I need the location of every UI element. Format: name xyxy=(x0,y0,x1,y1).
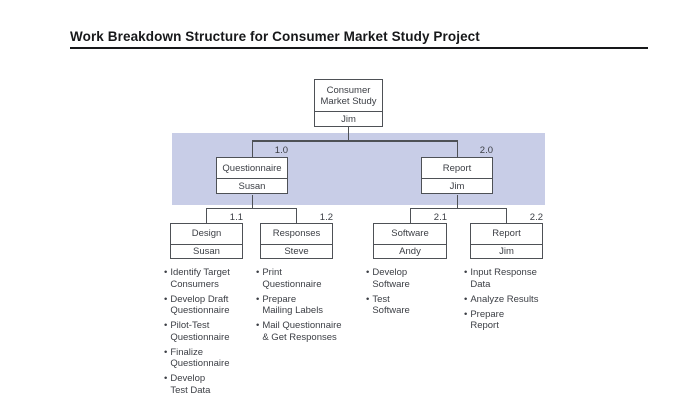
bullet-icon: • xyxy=(164,267,168,278)
bullet-icon: • xyxy=(256,267,260,278)
bullet-icon: • xyxy=(256,320,260,331)
bullet-icon: • xyxy=(164,293,168,305)
task-label: Finalize Questionnaire xyxy=(170,346,230,370)
bullet-icon: • xyxy=(256,293,260,305)
node-consumer-market-study: Consumer Market Study Jim xyxy=(314,79,383,127)
node-owner: Jim xyxy=(422,178,492,193)
node-responses: Responses Steve xyxy=(260,222,333,259)
wbs-code-2-2: 2.2 xyxy=(529,212,543,223)
connector-drop-report xyxy=(456,140,458,158)
task-list-responses: •Print Questionnaire•Prepare Mailing Lab… xyxy=(256,267,358,347)
task-label: Develop Draft Questionnaire xyxy=(170,293,230,317)
node-owner: Susan xyxy=(217,178,287,193)
node-owner: Jim xyxy=(471,243,542,258)
connector-drop-report2 xyxy=(505,207,507,223)
task-label: Print Questionnaire xyxy=(262,267,322,290)
task-label: Input Response Data xyxy=(470,267,537,290)
connector-questionnaire-stem xyxy=(251,195,253,209)
task-item: •Develop Test Data xyxy=(164,373,259,396)
task-label: Mail Questionnaire & Get Responses xyxy=(262,320,342,343)
node-owner: Andy xyxy=(374,243,446,258)
task-label: Develop Test Data xyxy=(170,373,211,396)
node-title: Responses xyxy=(272,228,321,239)
task-item: •Mail Questionnaire & Get Responses xyxy=(256,320,358,343)
connector-level2-horizontal xyxy=(251,140,458,142)
task-list-software: •Develop Software•Test Software xyxy=(366,267,458,320)
task-item: •Develop Software xyxy=(366,267,458,290)
task-item: •Test Software xyxy=(366,294,458,317)
node-software: Software Andy xyxy=(373,222,447,259)
node-title: Report xyxy=(492,228,521,239)
connector-report-stem xyxy=(456,195,458,209)
bullet-icon: • xyxy=(366,293,370,305)
page-title: Work Breakdown Structure for Consumer Ma… xyxy=(70,29,480,44)
bullet-icon: • xyxy=(464,293,468,305)
node-title: Consumer Market Study xyxy=(320,84,377,107)
node-owner: Steve xyxy=(261,243,332,258)
task-item: •Input Response Data xyxy=(464,267,554,290)
bullet-icon: • xyxy=(464,308,468,320)
node-title: Report xyxy=(442,162,472,174)
connector-drop-questionnaire xyxy=(251,140,253,158)
task-label: Prepare Report xyxy=(470,308,505,332)
connector-drop-software xyxy=(409,207,411,223)
task-label: Identify Target Consumers xyxy=(170,267,230,290)
task-label: Develop Software xyxy=(372,267,410,290)
node-title: Design xyxy=(191,228,222,239)
node-report-2-2: Report Jim xyxy=(470,222,543,259)
node-owner: Jim xyxy=(315,111,382,126)
title-underline xyxy=(70,47,648,49)
task-item: •Print Questionnaire xyxy=(256,267,358,290)
task-label: Analyze Results xyxy=(470,293,539,305)
connector-drop-design xyxy=(205,207,207,223)
task-item: •Pilot-Test Questionnaire xyxy=(164,320,259,343)
connector-level3-right-horizontal xyxy=(409,207,507,209)
bullet-icon: • xyxy=(164,346,168,358)
wbs-code-2-0: 2.0 xyxy=(479,145,493,156)
bullet-icon: • xyxy=(464,267,468,278)
task-item: •Develop Draft Questionnaire xyxy=(164,294,259,317)
bullet-icon: • xyxy=(164,373,168,384)
task-item: •Identify Target Consumers xyxy=(164,267,259,290)
wbs-code-1-2: 1.2 xyxy=(319,212,333,223)
node-report: Report Jim xyxy=(421,157,493,194)
task-list-report: •Input Response Data•Analyze Results•Pre… xyxy=(464,267,554,335)
node-design: Design Susan xyxy=(170,222,243,259)
task-item: •Analyze Results xyxy=(464,294,554,306)
task-item: •Prepare Report xyxy=(464,309,554,332)
connector-root-stem xyxy=(347,127,349,141)
connector-drop-responses xyxy=(295,207,297,223)
connector-level3-left-horizontal xyxy=(205,207,297,209)
bullet-icon: • xyxy=(366,267,370,278)
bullet-icon: • xyxy=(164,320,168,331)
node-questionnaire: Questionnaire Susan xyxy=(216,157,288,194)
wbs-code-1-1: 1.1 xyxy=(229,212,243,223)
task-label: Prepare Mailing Labels xyxy=(262,293,324,317)
task-item: •Finalize Questionnaire xyxy=(164,347,259,370)
node-owner: Susan xyxy=(171,243,242,258)
node-title: Questionnaire xyxy=(222,162,282,174)
task-list-design: •Identify Target Consumers•Develop Draft… xyxy=(164,267,259,400)
task-label: Test Software xyxy=(372,293,410,317)
wbs-code-2-1: 2.1 xyxy=(433,212,447,223)
wbs-code-1-0: 1.0 xyxy=(274,145,288,156)
node-title: Software xyxy=(391,228,429,239)
task-label: Pilot-Test Questionnaire xyxy=(170,320,230,343)
task-item: •Prepare Mailing Labels xyxy=(256,294,358,317)
